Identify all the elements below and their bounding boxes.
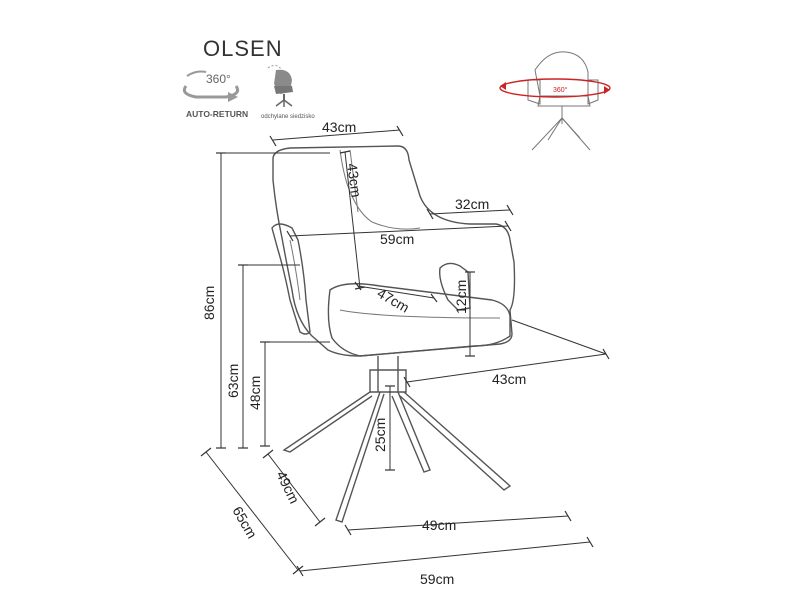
dim-seat-height: 48cm bbox=[247, 376, 263, 410]
dim-base-depth: 49cm bbox=[273, 468, 302, 506]
dim-seat-width-front: 43cm bbox=[492, 371, 526, 387]
rotation-ring bbox=[499, 78, 611, 98]
dim-total-depth: 65cm bbox=[229, 504, 260, 542]
dim-bottom-width: 59cm bbox=[420, 571, 454, 587]
dim-backrest-height: 43cm bbox=[344, 162, 365, 198]
product-title: OLSEN bbox=[203, 36, 283, 61]
dim-back-width: 43cm bbox=[322, 119, 356, 135]
dim-arm-depth: 32cm bbox=[455, 196, 489, 212]
preview-rotation-label: 360° bbox=[553, 86, 568, 94]
main-chair-outline bbox=[271, 145, 516, 523]
dimension-lines bbox=[200, 125, 610, 577]
auto-return-label: AUTO-RETURN bbox=[186, 109, 248, 119]
dim-total-width: 59cm bbox=[380, 231, 414, 247]
dim-base-width: 49cm bbox=[422, 517, 456, 533]
tilt-seat-label: odchylane siedzisko bbox=[261, 114, 315, 120]
tilt-seat-icon bbox=[267, 64, 293, 107]
dim-total-height: 86cm bbox=[201, 286, 217, 320]
dim-arm-height: 12cm bbox=[453, 280, 469, 314]
rotation-preview-chair: 360° bbox=[499, 51, 611, 151]
dim-leg-height: 25cm bbox=[372, 418, 388, 452]
rotation-360-icon: 360° bbox=[182, 70, 240, 102]
dim-arm-floor-height: 63cm bbox=[225, 364, 241, 398]
rotation-label: 360° bbox=[206, 72, 231, 86]
